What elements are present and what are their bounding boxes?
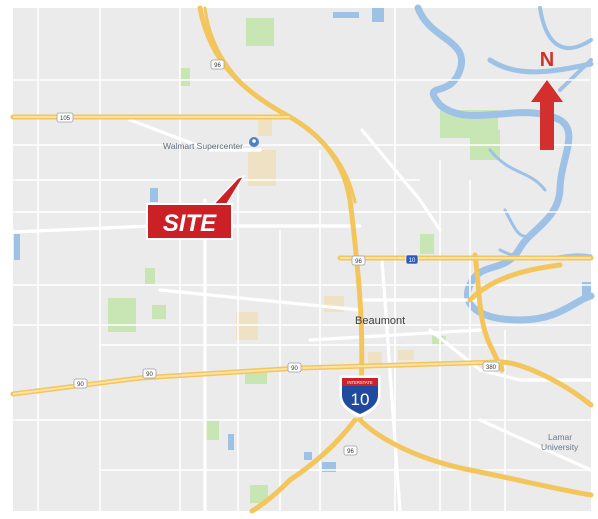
route-shield-90-mid: 90	[142, 368, 157, 379]
route-shield-10-small: 10	[405, 254, 419, 265]
svg-text:90: 90	[77, 382, 84, 388]
north-label: N	[540, 49, 554, 71]
route-shield-105: 105	[56, 112, 74, 123]
route-shield-96-top: 96	[210, 59, 225, 70]
interstate-shield-icon: INTERSTATE 10	[339, 375, 381, 418]
svg-text:96: 96	[355, 259, 362, 265]
beaumont-label[interactable]: Beaumont	[355, 315, 405, 327]
interstate-shield-top: INTERSTATE	[347, 380, 373, 385]
svg-text:105: 105	[60, 116, 71, 122]
lamar-university-label-line1[interactable]: Lamar	[548, 432, 572, 442]
north-arrow-icon: N	[531, 49, 563, 150]
major-roads	[11, 118, 593, 513]
svg-text:96: 96	[347, 449, 354, 455]
route-shield-90-left: 90	[73, 378, 88, 389]
interstate-shield-number: 10	[351, 390, 370, 409]
svg-text:90: 90	[291, 366, 298, 372]
river	[414, 4, 595, 324]
walmart-label: Walmart Supercenter	[163, 141, 243, 151]
lamar-university-label-line2[interactable]: University	[541, 442, 579, 452]
location-pin-icon	[249, 137, 259, 147]
site-callout[interactable]: SITE	[146, 175, 245, 240]
route-shield-96-bottom: 96	[343, 445, 358, 456]
route-shield-96-mid: 96	[351, 255, 366, 266]
route-shield-90-right: 90	[287, 362, 302, 373]
water-bodies	[14, 8, 591, 472]
svg-text:96: 96	[214, 63, 221, 69]
route-shield-380: 380	[482, 361, 500, 372]
walmart-place[interactable]: Walmart Supercenter	[163, 137, 259, 151]
svg-text:380: 380	[486, 365, 497, 371]
svg-text:90: 90	[146, 372, 153, 378]
site-callout-label: SITE	[163, 210, 217, 237]
site-callout-box	[146, 203, 233, 240]
svg-text:10: 10	[409, 258, 416, 264]
